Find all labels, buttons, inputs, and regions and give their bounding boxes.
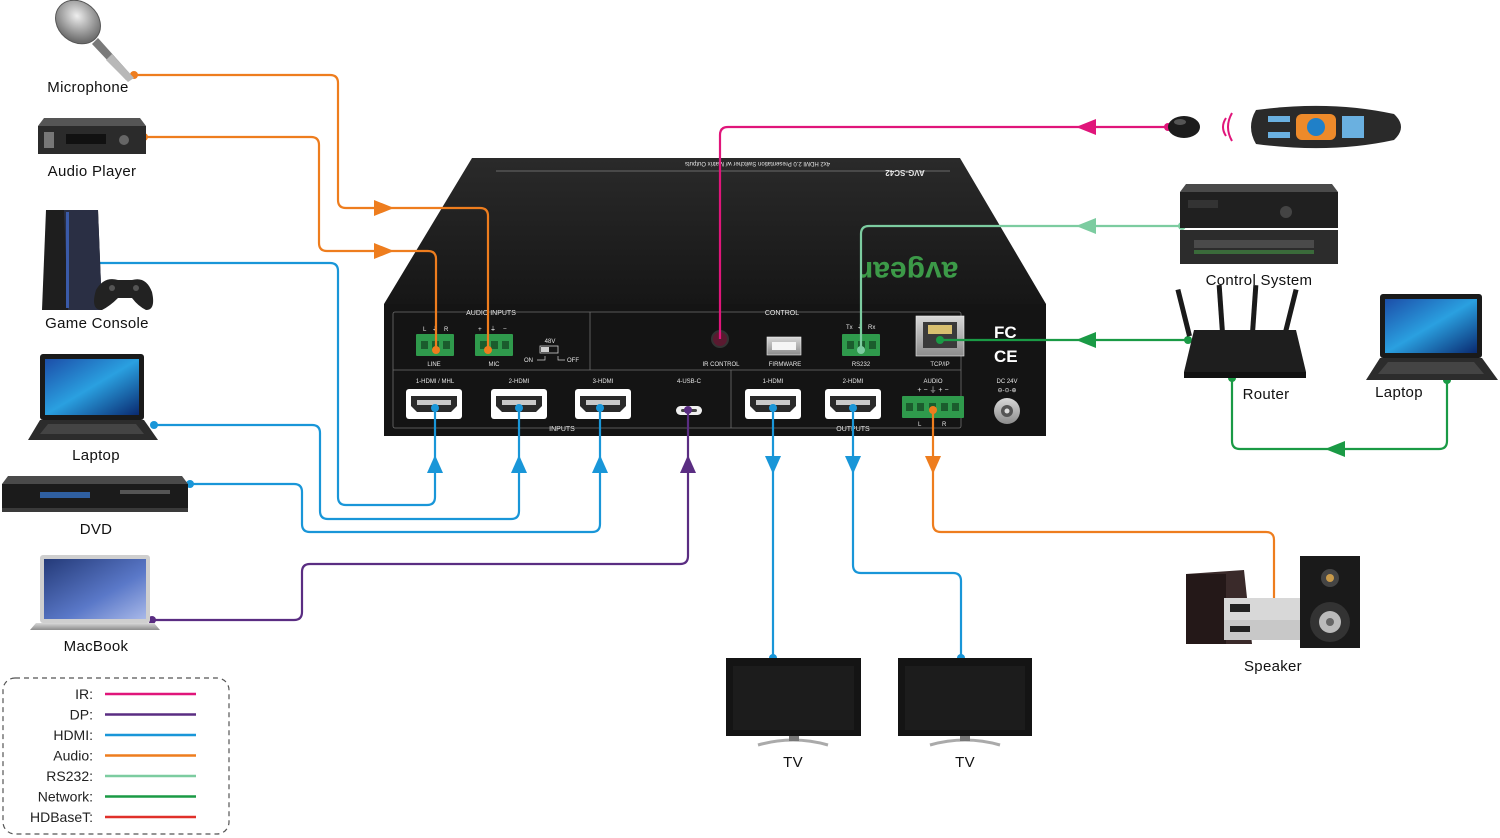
firmware-label: FIRMWARE <box>769 362 801 368</box>
control-heading: CONTROL <box>765 310 799 317</box>
laptop-right-label: Laptop <box>1375 384 1423 401</box>
rs232-rx-label: Rx <box>868 325 875 331</box>
input-2-label: 2-HDMI <box>509 379 530 385</box>
cable-legend: IR: DP: HDMI: Audio: RS232: Network: HDBaseT: <box>2 677 230 835</box>
microphone-label: Microphone <box>47 79 128 96</box>
dc-power-label: DC 24V <box>996 379 1017 385</box>
remote-control-icon <box>1251 105 1401 149</box>
legend-label: HDMI: <box>53 727 93 743</box>
switcher-brand: avgear <box>861 255 958 288</box>
mic-plus-marker: + <box>478 326 482 333</box>
legend-label: RS232: <box>46 768 93 784</box>
ir-control-label: IR CONTROL <box>702 362 740 368</box>
dvd-player-icon <box>2 476 188 512</box>
rs232-port-label: RS232 <box>852 362 871 368</box>
microphone-icon <box>55 0 134 82</box>
switcher-device: 4x2 HDMI 2.0 Presentation Switcher w/ Ma… <box>384 158 1046 436</box>
inputs-heading: INPUTS <box>549 426 575 433</box>
mic-ground-marker: ⏚ <box>490 326 496 333</box>
dc-polarity-symbol: ⊖-⊙-⊕ <box>997 388 1016 394</box>
mic-minus-marker: − <box>503 326 507 333</box>
output-2-label: 2-HDMI <box>843 379 864 385</box>
speaker-system-icon <box>1186 556 1360 648</box>
mic-port-label: MIC <box>489 362 501 368</box>
audio-inputs-heading: AUDIO INPUTS <box>466 310 516 317</box>
cable-macbook-dp <box>152 410 690 622</box>
audio-out-l-label: L <box>918 422 922 428</box>
audio-player-label: Audio Player <box>48 163 137 180</box>
tv-2-icon <box>898 658 1032 747</box>
legend-label: DP: <box>70 707 93 723</box>
phantom-off-label: OFF <box>567 358 579 364</box>
audio-out-r-label: R <box>942 422 947 428</box>
input-4-label: 4-USB-C <box>677 379 702 385</box>
tcpip-label: TCP/IP <box>930 362 949 368</box>
ce-mark: CE <box>994 347 1018 366</box>
cable-ir <box>718 125 1168 339</box>
line-l-marker: L <box>423 327 427 333</box>
hdmi-input-3[interactable] <box>575 389 631 419</box>
legend-label: HDBaseT: <box>30 809 93 825</box>
speaker-label: Speaker <box>1244 658 1302 675</box>
line-port-label: LINE <box>427 362 440 368</box>
output-1-label: 1-HDMI <box>763 379 784 385</box>
fc-mark: FC <box>994 323 1017 342</box>
router-label: Router <box>1243 386 1290 403</box>
tv-1-icon <box>726 658 861 747</box>
laptop-right-icon <box>1366 294 1498 380</box>
cable-laptop-hdmi <box>154 408 521 521</box>
control-system-icon <box>1180 184 1338 264</box>
game-console-icon <box>42 210 154 310</box>
ir-signal-waves-icon <box>1222 112 1233 142</box>
hdmi-input-1[interactable] <box>406 389 462 419</box>
macbook-icon <box>30 555 160 630</box>
input-3-label: 3-HDMI <box>593 379 614 385</box>
switcher-top-cover <box>384 158 1046 304</box>
switcher-model: AVG-SC42 <box>885 168 925 177</box>
tv-2-label: TV <box>955 754 975 771</box>
cable-speaker-audio <box>931 410 1276 603</box>
tv-1-label: TV <box>783 754 803 771</box>
cable-dvd-hdmi <box>190 408 602 534</box>
phantom-label: 48V <box>545 339 556 345</box>
signal-arrows <box>374 119 1345 474</box>
router-icon <box>1175 284 1306 378</box>
cable-microphone-audio <box>134 73 490 350</box>
legend-label: Network: <box>38 789 93 805</box>
cables <box>100 73 1449 658</box>
laptop-left-label: Laptop <box>72 447 120 464</box>
legend-frame <box>2 677 230 835</box>
macbook-label: MacBook <box>64 638 129 655</box>
line-r-marker: R <box>444 327 449 333</box>
ir-receiver-icon <box>1168 116 1200 138</box>
legend-label: IR: <box>75 686 93 702</box>
control-system-label: Control System <box>1206 272 1313 289</box>
dvd-label: DVD <box>80 521 113 538</box>
game-console-label: Game Console <box>45 315 149 332</box>
phantom-on-label: ON <box>524 358 533 364</box>
audio-player-icon <box>38 118 146 154</box>
cable-game-console-hdmi <box>100 261 437 507</box>
cable-rs232 <box>859 224 1182 350</box>
switcher-subtitle: 4x2 HDMI 2.0 Presentation Switcher w/ Ma… <box>685 160 830 166</box>
laptop-left-icon <box>28 354 158 440</box>
cable-audio-player-audio <box>144 135 438 350</box>
audio-output-heading: AUDIO <box>923 379 942 385</box>
rs232-tx-label: Tx <box>846 325 853 331</box>
phantom-switch[interactable] <box>539 345 559 354</box>
cable-tv2-hdmi <box>851 408 963 658</box>
legend-label: Audio: <box>53 748 93 764</box>
input-1-label: 1-HDMI / MHL <box>416 379 455 385</box>
audio-output-signs: + − ⏚ + − <box>917 386 948 394</box>
